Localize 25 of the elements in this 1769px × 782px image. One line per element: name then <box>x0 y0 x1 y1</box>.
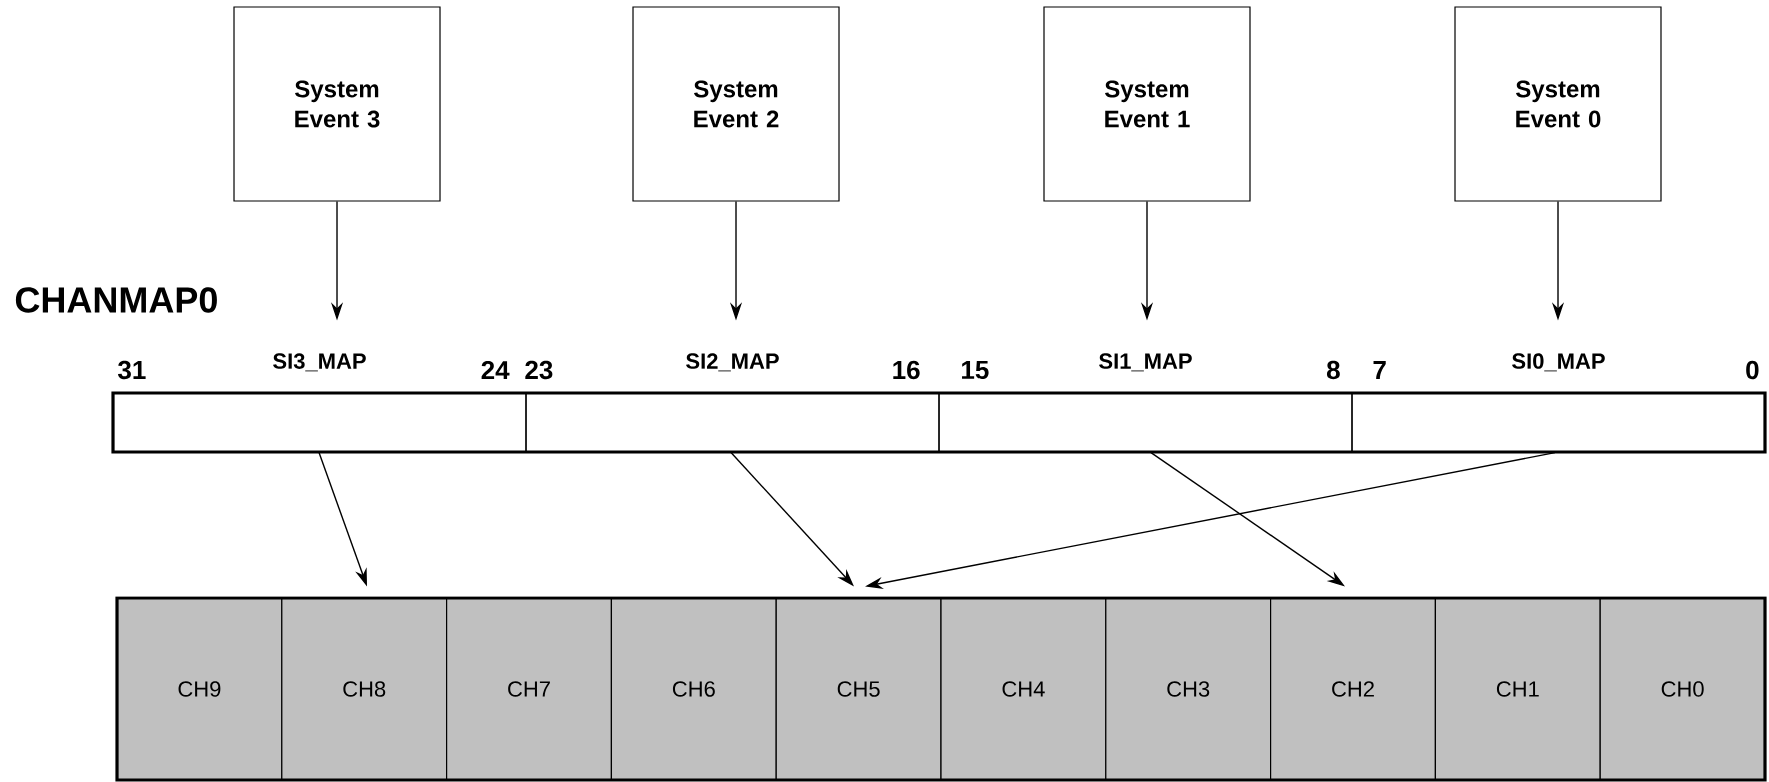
node-label: SI2_MAP <box>686 353 779 372</box>
bit-number: 23 <box>525 360 553 380</box>
event-box: System Event 3 <box>233 6 441 202</box>
channel-cell: CH6 <box>610 597 777 781</box>
bit-number: 16 <box>893 360 920 380</box>
channel-cell: CH5 <box>775 597 942 781</box>
channel-cell: CH4 <box>940 597 1107 781</box>
bit-number: 7 <box>1373 361 1386 379</box>
bit-number: 8 <box>1326 360 1340 380</box>
node-label: SI3_MAP <box>273 353 366 372</box>
channel-cell: CH1 <box>1434 597 1601 781</box>
channel-cell: CH7 <box>446 597 612 781</box>
node-label: SI0_MAP <box>1512 353 1605 372</box>
channel-cell: CH3 <box>1105 597 1272 781</box>
register-name: CHANMAP0 <box>15 287 217 313</box>
bit-number: 15 <box>962 360 989 380</box>
event-box: System Event 1 <box>1043 6 1251 202</box>
channel-cell: CH8 <box>281 597 448 781</box>
bit-number: 24 <box>481 360 510 380</box>
channel-cell: CH2 <box>1270 597 1436 781</box>
node-label: SI1_MAP <box>1099 353 1192 372</box>
channel-cell: CH9 <box>116 597 283 781</box>
channel-cell: CH0 <box>1599 597 1766 781</box>
event-box: System Event 2 <box>632 6 840 202</box>
event-box: System Event 0 <box>1454 6 1662 202</box>
